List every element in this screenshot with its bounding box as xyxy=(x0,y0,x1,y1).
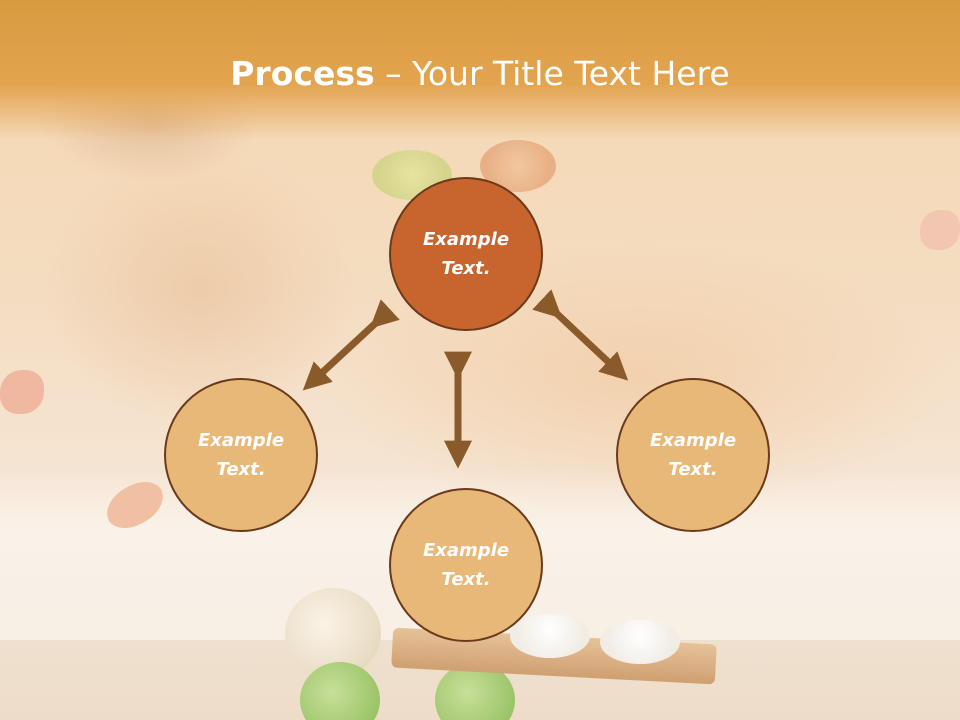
slide-title: Process – Your Title Text Here xyxy=(0,52,960,96)
node-left-label: Example Text. xyxy=(197,430,285,480)
decor-candle xyxy=(600,620,680,664)
node-right: Example Text. xyxy=(616,378,770,532)
header-band xyxy=(0,0,960,140)
node-bottom-label: Example Text. xyxy=(422,540,510,590)
arrow-top-right xyxy=(532,289,629,381)
node-top-label: Example Text. xyxy=(422,229,510,279)
decor-petal xyxy=(0,370,44,414)
node-right-label: Example Text. xyxy=(649,430,737,480)
decor-petal xyxy=(920,210,960,250)
node-bottom: Example Text. xyxy=(389,488,543,642)
decor-green-ball xyxy=(300,662,380,720)
title-bold: Process xyxy=(230,54,375,93)
arrow-top-left xyxy=(302,299,400,391)
node-left: Example Text. xyxy=(164,378,318,532)
decor-candle xyxy=(510,614,590,658)
node-top: Example Text. xyxy=(389,177,543,331)
title-rest: – Your Title Text Here xyxy=(374,54,730,93)
